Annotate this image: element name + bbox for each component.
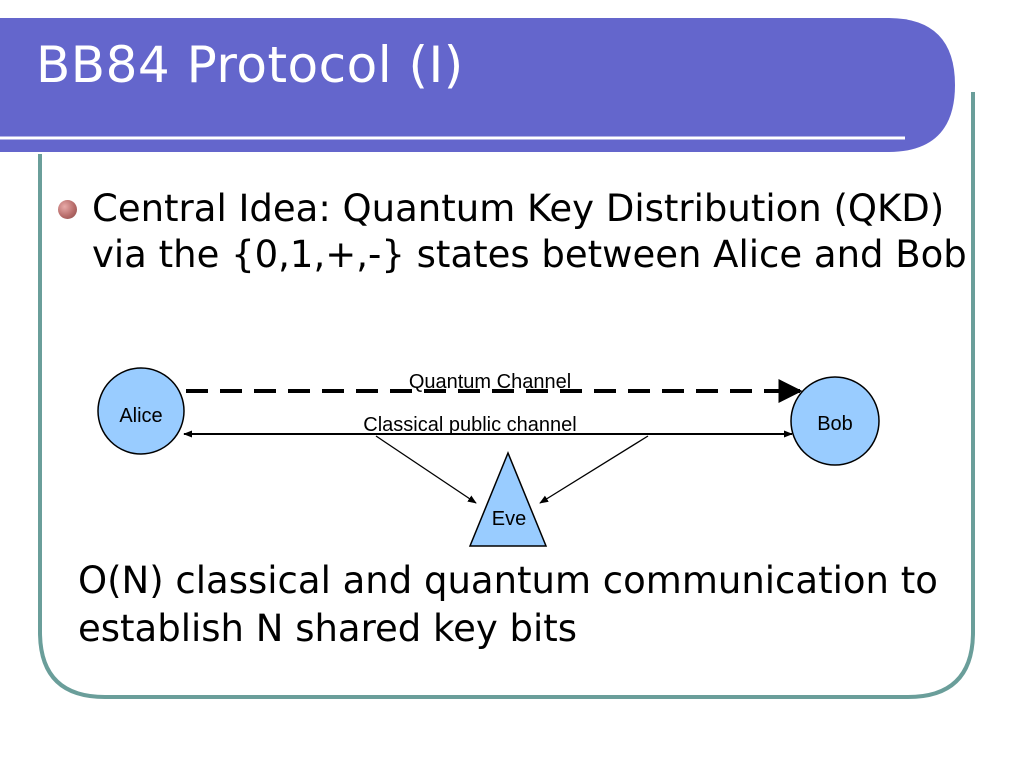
- bob-label: Bob: [817, 413, 853, 435]
- eve-arrow-left: [375, 435, 477, 504]
- eve-node: [468, 451, 548, 547]
- summary-text: O(N) classical and quantum communication…: [78, 559, 938, 650]
- content-frame: [38, 92, 975, 699]
- bob-node: [790, 376, 880, 466]
- eve-arrow-right: [539, 435, 649, 504]
- eve-label: Eve: [492, 508, 526, 530]
- classical-channel-label: Classical public channel: [363, 414, 576, 436]
- alice-node: [97, 367, 185, 455]
- quantum-channel-label: Quantum Channel: [409, 371, 571, 393]
- bullet-icon: [58, 200, 77, 219]
- slide-title: BB84 Protocol (I): [36, 36, 464, 94]
- bullet-text: Central Idea: Quantum Key Distribution (…: [92, 187, 967, 276]
- alice-label: Alice: [119, 405, 162, 427]
- header-bar: [0, 18, 955, 152]
